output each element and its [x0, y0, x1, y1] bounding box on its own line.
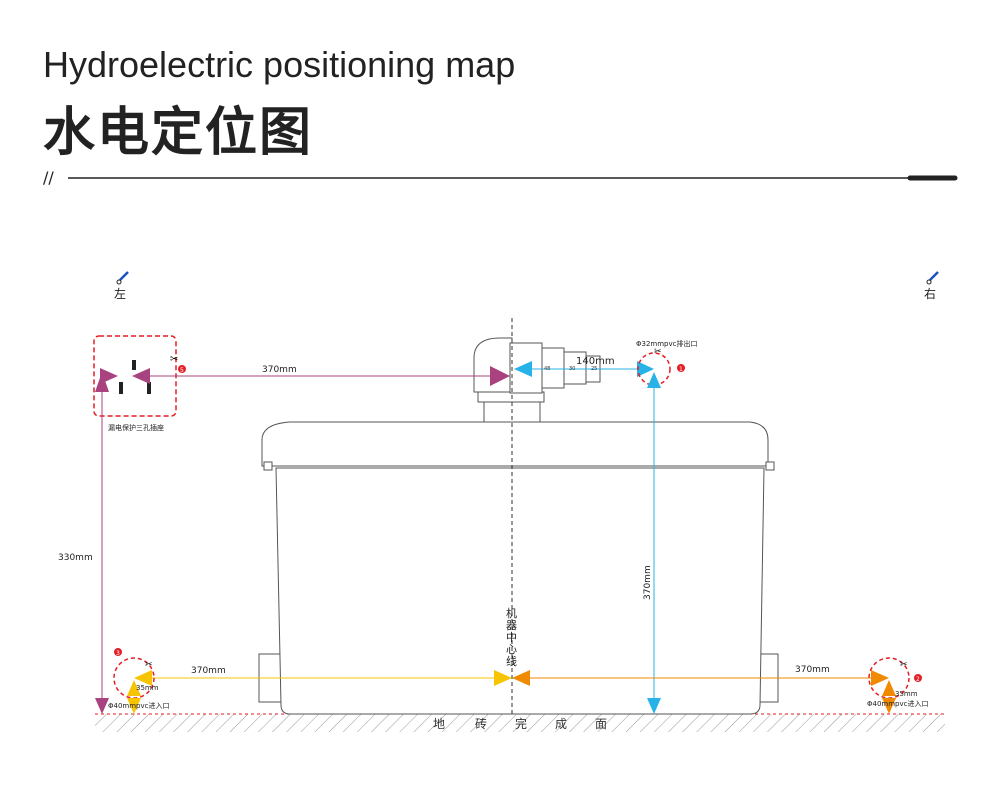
dim-socket-height: 330mm	[58, 553, 93, 563]
outlet-arrow-left	[514, 361, 532, 377]
outlet-arrow-right	[637, 361, 654, 377]
dim-left-inlet-height: 35mm	[136, 684, 159, 692]
svg-text:机: 机	[506, 606, 517, 620]
svg-text:线: 线	[506, 654, 517, 668]
pin-icon-right	[926, 271, 939, 285]
socket-label: 漏电保护三孔插座	[108, 423, 164, 432]
svg-text:心: 心	[506, 643, 517, 656]
right-inlet-label: Φ40mmpvc进入口	[867, 700, 929, 708]
socket-icon	[119, 360, 151, 394]
marker-3	[114, 648, 122, 656]
left-inlet-height-arrows	[127, 680, 141, 696]
outlet-label: Φ32mmpvc排出口	[636, 339, 698, 348]
pipe-mark: 48	[544, 366, 550, 372]
marker-1-number: 1	[679, 366, 683, 373]
marker-2-number: 2	[916, 676, 920, 683]
outlet-height-arrow-top	[647, 372, 661, 388]
marker-3-number: 3	[116, 650, 120, 657]
scissors-icon: ✂	[654, 347, 662, 357]
svg-text:器: 器	[506, 619, 517, 632]
dim-socket-to-center: 370mm	[262, 365, 297, 375]
svg-text:中: 中	[506, 631, 517, 644]
left-inlet-label: Φ40mmpvc进入口	[108, 702, 170, 710]
socket-height-arrow-bottom	[95, 698, 109, 714]
right-inlet-height-arrows	[882, 680, 896, 696]
svg-text:砖: 砖	[475, 716, 487, 731]
right-inlet-arrow	[871, 670, 889, 686]
dim-outlet-height: 370mm	[643, 565, 653, 600]
title-english: Hydroelectric positioning map	[43, 44, 516, 85]
center-arrow-left	[490, 366, 510, 386]
dim-right-inlet: 370mm	[795, 665, 830, 675]
dim-pipe-length: 140mm	[576, 356, 615, 367]
socket-height-arrow-top	[95, 372, 109, 392]
floor-hatch	[95, 714, 945, 732]
center-arrow-orange	[512, 670, 530, 686]
divider-mark: //	[43, 168, 54, 187]
dim-left-inlet: 370mm	[191, 666, 226, 676]
socket-arrow	[132, 368, 150, 384]
svg-text:地: 地	[433, 717, 445, 731]
marker-5-number: 5	[180, 367, 184, 374]
left-inlet-arrow	[134, 670, 152, 686]
scissors-icon: ✂	[145, 660, 153, 670]
scissors-icon: ✂	[170, 354, 178, 365]
pipe-mark: 30	[569, 366, 575, 372]
dim-right-inlet-height: 35mm	[895, 690, 918, 698]
svg-text:成: 成	[555, 717, 567, 731]
pipe-mark: 25	[591, 366, 597, 372]
left-inlet-height-arrows	[127, 698, 141, 714]
svg-text:完: 完	[515, 716, 527, 731]
svg-text:面: 面	[595, 717, 607, 731]
label-right: 右	[924, 286, 936, 301]
pin-icon-left	[116, 271, 129, 285]
floor-label: 地 砖 完 成 面	[433, 716, 607, 731]
center-line-label: 机 器 中 心 线	[506, 606, 517, 668]
center-arrow-yellow	[494, 670, 512, 686]
right-inlet-height-arrows	[882, 698, 896, 714]
machine-body	[258, 337, 779, 715]
marker-5	[178, 365, 186, 373]
marker-1	[677, 364, 685, 372]
outlet-height-arrow-bottom	[647, 698, 661, 714]
title-chinese: 水电定位图	[43, 103, 314, 163]
label-left: 左	[114, 286, 126, 301]
scissors-icon: ✂	[900, 660, 908, 670]
marker-2	[914, 674, 922, 682]
